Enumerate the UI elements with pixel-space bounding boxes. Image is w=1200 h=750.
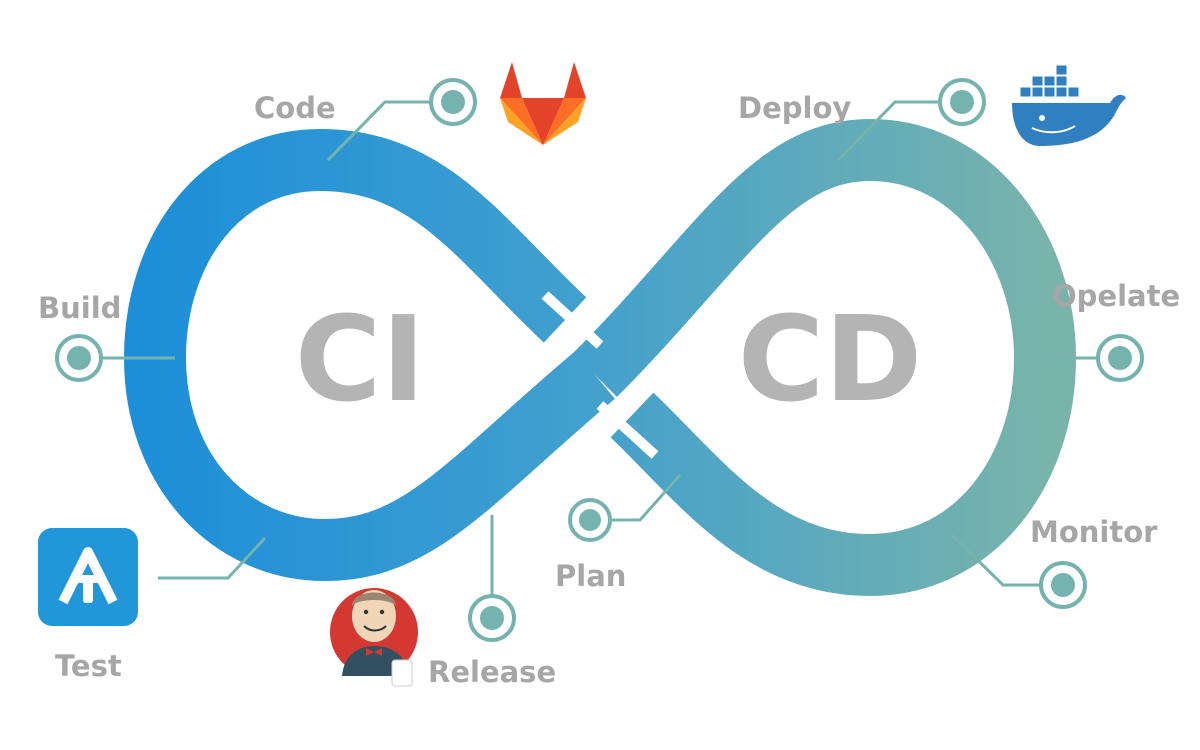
stage-label-operate: Opelate [1052,279,1180,313]
stage-label-release: Release [428,655,556,689]
node-deploy[interactable] [938,78,986,126]
node-monitor[interactable] [1039,561,1087,609]
test-app-icon [38,528,138,626]
connector-monitor [950,533,1040,587]
loop-gap-upper [541,291,604,349]
stage-label-code: Code [254,91,336,125]
docker-whale-icon [1012,64,1126,146]
stage-label-deploy: Deploy [738,91,851,125]
node-code[interactable] [429,78,477,126]
gitlab-logo-icon [500,62,586,145]
infinity-loop-band-right [573,118,1077,597]
stage-label-plan: Plan [555,559,626,593]
connector-code [326,100,430,162]
node-build[interactable] [55,334,103,382]
connector-test [158,536,267,580]
stage-label-monitor: Monitor [1030,515,1158,549]
connector-plan [612,474,682,522]
stage-label-build: Build [38,291,121,325]
ci-label: CI [295,290,426,428]
node-release[interactable] [468,594,516,642]
jenkins-butler-icon [330,588,418,687]
cd-label: CD [738,290,923,428]
stage-label-test: Test [55,649,122,683]
node-operate[interactable] [1096,334,1144,382]
connector-deploy [836,100,938,162]
node-plan[interactable] [568,498,612,542]
connectors [102,100,1098,595]
loop-gap-lower [596,401,659,459]
